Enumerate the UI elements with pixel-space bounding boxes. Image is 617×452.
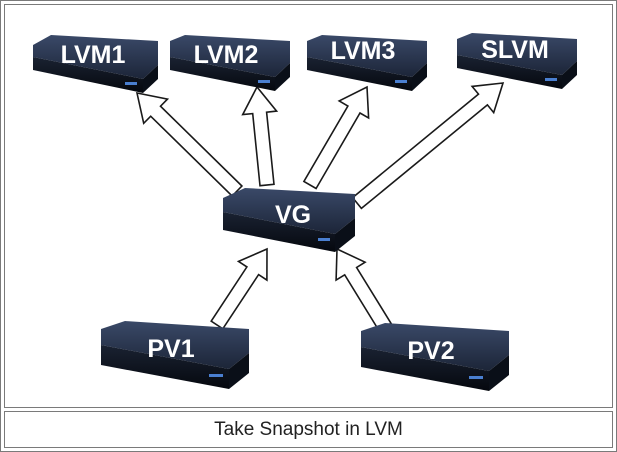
pv2-label: PV2 <box>407 337 454 365</box>
lvm1-node: LVM1 <box>33 35 158 93</box>
pv1-node: PV1 <box>101 321 249 389</box>
vg-to-lvm1-arrow <box>135 91 244 198</box>
slvm-label: SLVM <box>481 36 549 64</box>
pv1-label: PV1 <box>147 335 194 363</box>
figure-caption: Take Snapshot in LVM <box>4 411 613 448</box>
lvm-diagram: LVM1 LVM2 LVM3 SLVM <box>33 33 577 391</box>
lvm1-label: LVM1 <box>61 41 126 69</box>
caption-text: Take Snapshot in LVM <box>214 418 403 440</box>
lvm3-label: LVM3 <box>331 37 396 65</box>
vg-to-slvm-arrow <box>351 82 505 210</box>
vg-to-lvm3-arrow <box>302 85 370 190</box>
pv1-to-vg-arrow <box>210 247 268 330</box>
arrows-layer <box>135 82 505 332</box>
lvm2-label: LVM2 <box>194 41 259 69</box>
vg-to-lvm2-arrow <box>241 85 279 187</box>
diagram-panel: LVM1 LVM2 LVM3 SLVM <box>4 4 613 408</box>
lvm2-node: LVM2 <box>170 35 290 91</box>
vg-label: VG <box>275 201 311 229</box>
pv2-to-vg-arrow <box>335 247 393 332</box>
lvm3-node: LVM3 <box>307 35 427 91</box>
vg-node: VG <box>223 188 355 252</box>
slvm-node: SLVM <box>457 33 577 89</box>
pv2-node: PV2 <box>361 323 509 391</box>
